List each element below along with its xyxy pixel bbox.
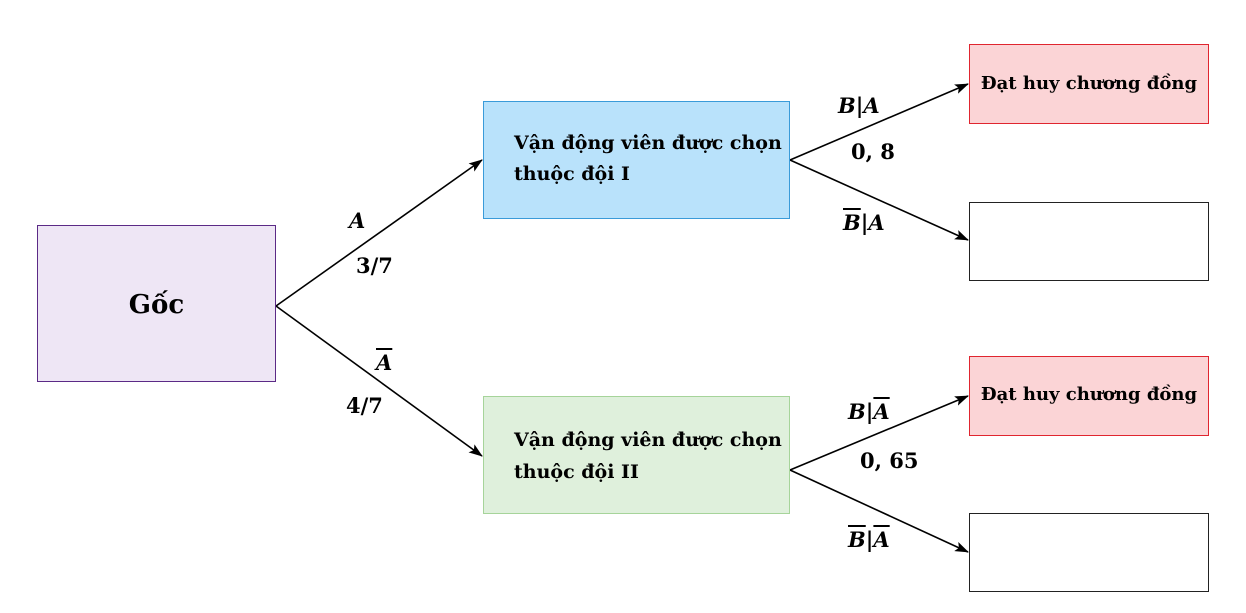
edge-prob-0-8: 0, 8 — [851, 139, 895, 164]
event-A-bar: A — [873, 399, 890, 424]
given-separator: | — [860, 210, 869, 235]
team1-node: Vận động viên được chọn thuộc đội I — [483, 101, 790, 219]
given-separator: | — [865, 527, 874, 552]
team1-label-line1: Vận động viên được chọn — [514, 132, 782, 154]
event-B-bar: B — [843, 210, 861, 235]
edge-team1-medal — [789, 83, 969, 161]
edge-label-Bbar-given-Abar: B|A — [848, 527, 890, 552]
medal-node-1: Đạt huy chương đồng — [969, 44, 1209, 124]
medal-node-2: Đạt huy chương đồng — [969, 356, 1209, 436]
event-B-bar: B — [848, 527, 866, 552]
edge-label-Bbar-given-A: B|A — [843, 210, 885, 235]
event-A: A — [868, 210, 885, 235]
team1-label-line2: thuộc đội I — [514, 163, 630, 185]
edge-label-A-bar: A — [376, 350, 393, 375]
empty-node-1 — [969, 202, 1209, 281]
event-B: B — [838, 93, 856, 118]
given-separator: | — [855, 93, 864, 118]
event-A: A — [863, 93, 880, 118]
team2-node: Vận động viên được chọn thuộc đội II — [483, 396, 790, 514]
medal-label-1: Đạt huy chương đồng — [980, 73, 1198, 94]
edge-prob-0-65: 0, 65 — [860, 448, 919, 473]
root-node: Gốc — [37, 225, 276, 382]
edge-label-B-given-A: B|A — [838, 93, 880, 118]
edge-team2-medal — [789, 395, 969, 471]
given-separator: | — [865, 399, 874, 424]
edge-team2-empty — [789, 469, 969, 553]
edge-label-B-given-Abar: B|A — [848, 399, 890, 424]
edge-team1-empty — [789, 159, 969, 241]
team2-label-line2: thuộc đội II — [514, 461, 639, 483]
edge-prob-4-7: 4/7 — [346, 393, 383, 418]
edge-prob-3-7: 3/7 — [356, 253, 393, 278]
edge-root-team2 — [275, 305, 483, 457]
edge-root-team1 — [275, 159, 483, 307]
event-A-bar: A — [873, 527, 890, 552]
root-label: Gốc — [128, 290, 185, 320]
team2-label-line1: Vận động viên được chọn — [514, 429, 782, 451]
empty-node-2 — [969, 513, 1209, 592]
medal-label-2: Đạt huy chương đồng — [980, 384, 1198, 405]
edge-label-A: A — [349, 208, 366, 233]
event-B: B — [848, 399, 866, 424]
